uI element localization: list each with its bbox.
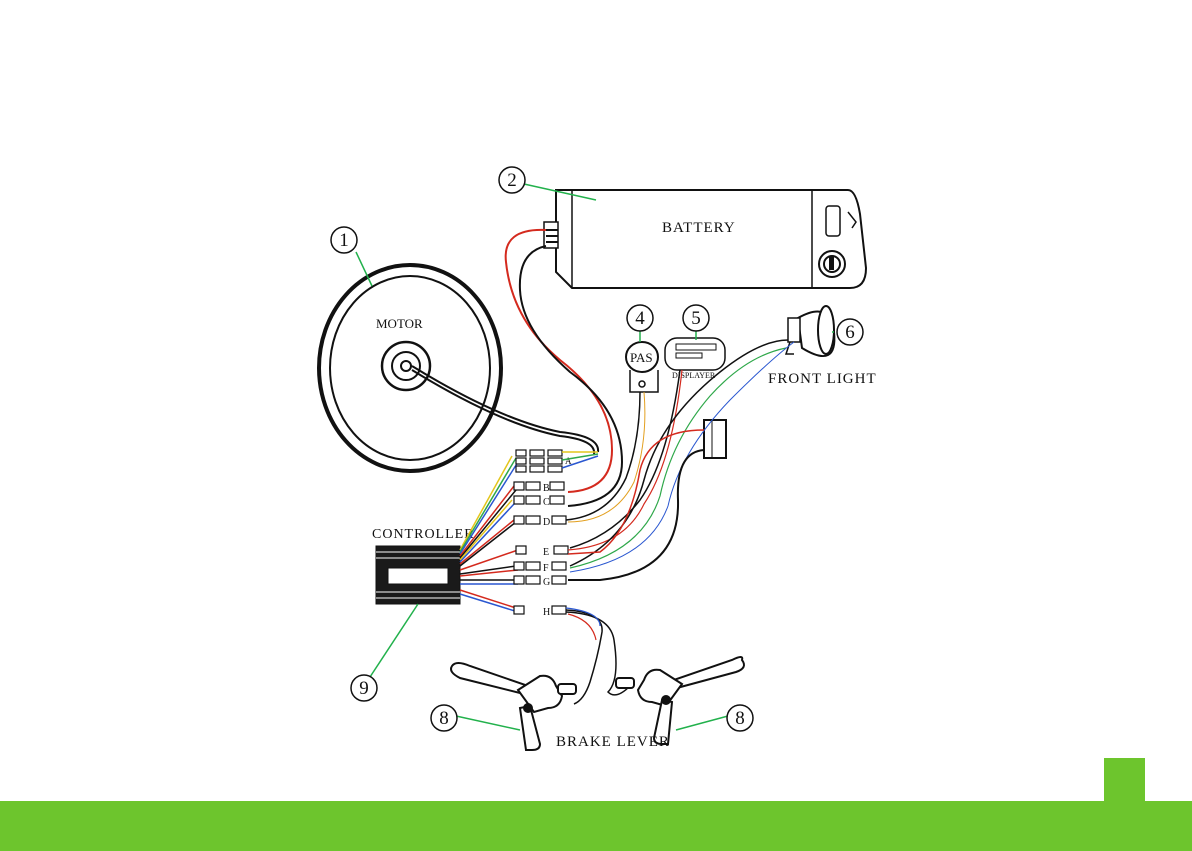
connector-h: H (543, 607, 550, 618)
svg-text:1: 1 (339, 230, 349, 251)
pas-sensor: PAS (626, 342, 658, 392)
brake-lever-label: BRAKE LEVER (556, 734, 670, 750)
svg-text:9: 9 (359, 678, 369, 699)
callout-8-left: 8 (431, 705, 457, 731)
battery-label: BATTERY (662, 220, 736, 236)
callout-6: 6 (837, 319, 863, 345)
connectors (514, 450, 568, 614)
motor-label: MOTOR (376, 316, 423, 331)
svg-text:6: 6 (845, 322, 855, 343)
svg-text:2: 2 (507, 170, 517, 191)
battery-terminal (544, 222, 558, 248)
svg-text:5: 5 (691, 308, 701, 329)
callout-2: 2 (499, 167, 525, 193)
connector-letters: A B C D E F G H (543, 456, 572, 618)
callout-5: 5 (683, 305, 709, 331)
connector-f: F (543, 563, 549, 574)
motor-cable (412, 366, 598, 452)
displayer: DISPLAYER (665, 338, 725, 380)
controller: CONTROLLER (372, 527, 475, 604)
svg-text:8: 8 (439, 708, 449, 729)
connector-b: B (543, 483, 550, 494)
callout-4: 4 (627, 305, 653, 331)
brake-lever-right (616, 657, 744, 744)
svg-text:4: 4 (635, 308, 645, 329)
connector-c: C (543, 497, 550, 508)
callout-1: 1 (331, 227, 357, 253)
battery: BATTERY (544, 190, 866, 288)
motor: MOTOR (319, 265, 501, 471)
controller-wires (460, 456, 518, 612)
connector-d: D (543, 517, 550, 528)
controller-label: CONTROLLER (372, 527, 475, 542)
connector-e: E (543, 547, 549, 558)
front-light-label: FRONT LIGHT (768, 371, 877, 387)
connector-g: G (543, 577, 550, 588)
front-light: FRONT LIGHT (768, 306, 877, 387)
pas-label: PAS (630, 350, 653, 365)
svg-text:8: 8 (735, 708, 745, 729)
callout-8-right: 8 (727, 705, 753, 731)
callout-9: 9 (351, 675, 377, 701)
page-number-badge (1104, 758, 1145, 801)
footer-bar (0, 801, 1192, 851)
